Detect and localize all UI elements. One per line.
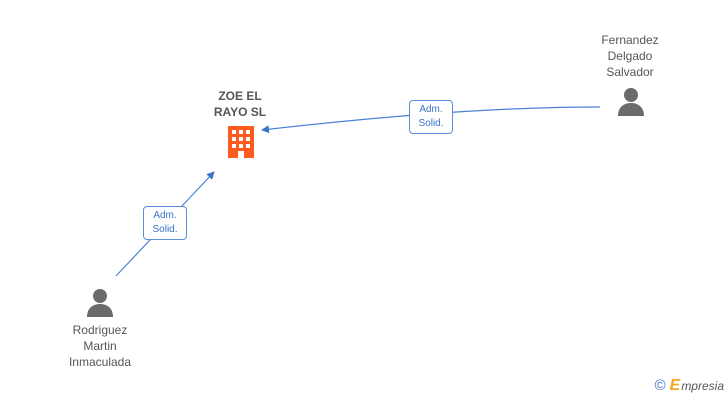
brand-initial: E [669,377,681,394]
edge-top-right-line-2: Solid. [418,118,444,129]
person-bottom-left-line-2: Martin [83,339,117,353]
edge-top-right-line-1: Adm. [419,104,443,115]
company-name[interactable]: ZOE EL RAYO SL [200,88,280,120]
person-icon[interactable] [616,86,646,118]
company-name-line-2: RAYO SL [213,105,267,119]
person-bottom-left-line-3: Inmaculada [68,355,132,369]
brand-name: mpresia [681,379,724,393]
brand-footer[interactable]: © E mpresia [655,378,724,394]
person-top-right-line-1: Fernandez [601,33,659,47]
copyright-icon: © [654,377,666,394]
edge-bottom-left-line-1: Adm. [153,210,177,221]
person-label-bottom-left[interactable]: Rodriguez Martin Inmaculada [58,322,142,370]
person-top-right-line-3: Salvador [606,65,654,79]
edge-bottom-left-line-2: Solid. [152,224,178,235]
edge-top-right-line [261,106,601,134]
person-icon[interactable] [85,287,115,319]
company-name-line-1: ZOE EL [218,89,262,103]
edge-label-bottom-left[interactable]: Adm. Solid. [143,206,187,240]
person-top-right-line-2: Delgado [607,49,653,63]
edge-label-top-right[interactable]: Adm. Solid. [409,100,453,134]
person-bottom-left-line-1: Rodriguez [72,323,128,337]
building-icon[interactable] [224,124,258,158]
person-label-top-right[interactable]: Fernandez Delgado Salvador [590,32,670,80]
